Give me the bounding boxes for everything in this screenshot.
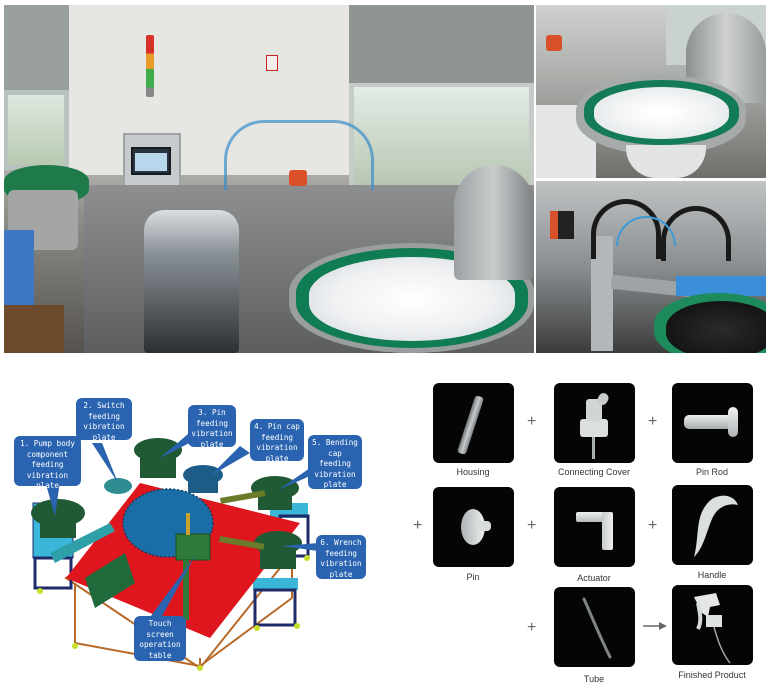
- callout-pin-feeder: 3. Pin feeding vibration plate: [188, 405, 236, 449]
- wall: [69, 5, 349, 175]
- window-left-blind: [4, 5, 69, 90]
- part-label-finished-product: Finished Product: [678, 670, 746, 680]
- callout-pump-body-feeder: 1. Pump body component feeding vibration…: [14, 436, 81, 490]
- callout-bending-cap-feeder: 5. Bending cap feeding vibration plate: [308, 435, 362, 489]
- part-label-tube: Tube: [583, 674, 605, 684]
- plus-icon: +: [648, 413, 658, 430]
- tube-part-icon: [554, 587, 635, 667]
- photo-assembly-line-overview: [4, 5, 534, 353]
- part-label-pin-rod: Pin Rod: [695, 467, 729, 477]
- arrow-right-icon: [643, 622, 667, 630]
- pin-rod-part-icon: [672, 383, 753, 463]
- blue-bag: [676, 276, 766, 296]
- connecting-cover-part-icon: [554, 383, 635, 463]
- finished-product-icon: [672, 585, 753, 665]
- handle-part-icon: [672, 485, 753, 565]
- photo-bowl-feeder-closeup: [536, 5, 766, 178]
- plus-icon: +: [527, 413, 537, 430]
- signal-tower-icon: [146, 35, 154, 97]
- callout-pin-cap-feeder: 4. Pin cap feeding vibration plate: [250, 419, 304, 463]
- window-right-blind: [349, 5, 534, 83]
- pin-part-icon: [433, 487, 514, 567]
- wooden-chair: [4, 305, 64, 353]
- part-label-handle: Handle: [697, 570, 727, 580]
- pneumatic-hoses: [224, 120, 374, 190]
- bowl-black-parts: [666, 301, 766, 353]
- plus-icon: +: [648, 517, 658, 534]
- actuator-part-icon: [554, 487, 635, 567]
- part-label-actuator: Actuator: [577, 573, 611, 583]
- photo-pick-and-place-station: [536, 181, 766, 353]
- touch-screen-display: [135, 153, 167, 171]
- housing-part-icon: [433, 383, 514, 463]
- part-label-connecting-cover: Connecting Cover: [557, 467, 631, 477]
- steel-hopper: [454, 165, 534, 280]
- plus-icon: +: [413, 517, 423, 534]
- servo-motor: [550, 211, 574, 239]
- machine-3d-render: [31, 428, 318, 671]
- machine-layout-diagram: 1. Pump body component feeding vibration…: [0, 388, 390, 688]
- bowl-parts: [594, 87, 729, 139]
- callout-switch-feeder: 2. Switch feeding vibration plate: [76, 398, 132, 442]
- bowl-base: [626, 145, 706, 178]
- plastic-parts-bag: [144, 210, 239, 353]
- plus-icon: +: [527, 619, 537, 636]
- machine-column: [591, 236, 613, 351]
- part-label-housing: Housing: [456, 467, 490, 477]
- callout-touch-screen-table: Touch screen operation table: [134, 616, 186, 661]
- callout-wrench-feeder: 6. Wrench feeding vibration plate: [316, 535, 366, 579]
- servo-motor: [289, 170, 307, 186]
- no-smoking-sign-icon: [266, 55, 278, 71]
- part-label-pin: Pin: [466, 572, 480, 582]
- servo-motor: [546, 35, 562, 51]
- plus-icon: +: [527, 517, 537, 534]
- window-left-view: [8, 95, 64, 165]
